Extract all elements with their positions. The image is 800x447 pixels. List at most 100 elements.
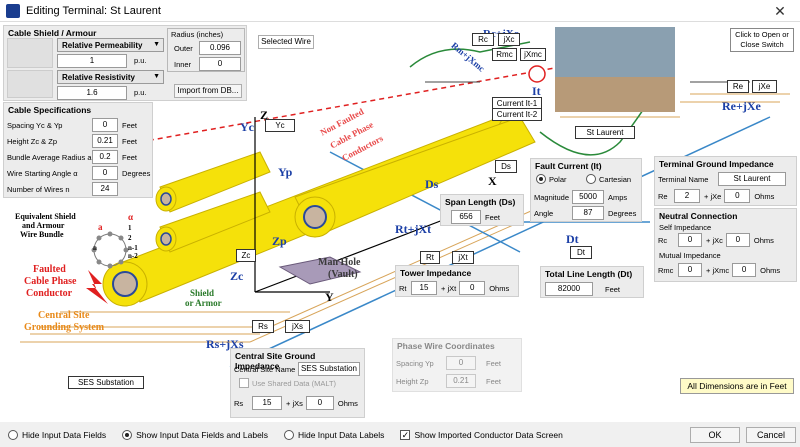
label-nn: n bbox=[93, 244, 97, 252]
relative-permeability-select[interactable]: Relative Permeability▼ bbox=[57, 38, 164, 52]
total-line-length-input[interactable]: 82000 bbox=[545, 282, 593, 296]
import-from-db-button[interactable]: Import from DB... bbox=[174, 84, 242, 98]
mutual-impedance-label: Mutual Impedance bbox=[659, 251, 721, 260]
label-ds: Ds bbox=[425, 177, 439, 191]
rc-input[interactable]: 0 bbox=[678, 233, 702, 247]
diagram-drawing bbox=[20, 27, 790, 368]
span-length-title: Span Length (Ds) bbox=[445, 197, 516, 207]
rt-input[interactable]: 15 bbox=[411, 281, 437, 295]
label-nn2: n-2 bbox=[128, 252, 138, 260]
relative-resistivity-input[interactable]: 1.6 bbox=[57, 86, 127, 100]
cartesian-radio[interactable] bbox=[586, 174, 596, 184]
switch-note: Click to Open or Close Switch bbox=[730, 28, 794, 52]
relative-resistivity-select[interactable]: Relative Resistivity▼ bbox=[57, 70, 164, 84]
terminal-name-input[interactable]: St Laurent bbox=[718, 172, 786, 186]
phase-height-input[interactable]: 0.21 bbox=[446, 374, 476, 388]
outer-label: Outer bbox=[174, 44, 193, 53]
show-imported-conductor-option[interactable]: ✓Show Imported Conductor Data Screen bbox=[400, 429, 563, 440]
re-input[interactable]: 2 bbox=[674, 189, 700, 203]
label-central-site-1: Central Site bbox=[38, 310, 90, 321]
cancel-button[interactable]: Cancel bbox=[746, 427, 796, 443]
selected-wire-button[interactable]: Selected Wire bbox=[258, 35, 314, 49]
hide-input-fields-option[interactable]: Hide Input Data Fields bbox=[8, 429, 106, 440]
span-length-input[interactable]: 656 bbox=[451, 210, 481, 224]
hide-input-labels-radio[interactable] bbox=[283, 429, 294, 440]
show-fields-labels-radio[interactable] bbox=[122, 429, 133, 440]
use-shared-data-row[interactable]: Use Shared Data (MALT) bbox=[239, 378, 336, 388]
tag-dt: Dt bbox=[570, 246, 592, 259]
label-faulted-2: Cable Phase bbox=[24, 276, 77, 287]
central-site-panel: Central Site Ground Impedance Central Si… bbox=[230, 348, 365, 418]
show-imported-conductor-checkbox[interactable]: ✓ bbox=[400, 429, 411, 440]
label-manhole-2: (Vault) bbox=[328, 269, 358, 280]
bundle-radius-input[interactable]: 0.2 bbox=[92, 150, 118, 164]
cable-nonfaulted-1 bbox=[294, 116, 536, 238]
label-eq-shield-3: Wire Bundle bbox=[20, 230, 64, 239]
rmc-input[interactable]: 0 bbox=[678, 263, 702, 277]
central-site-name-input[interactable]: SES Substation bbox=[298, 362, 360, 376]
close-icon[interactable]: ✕ bbox=[774, 3, 786, 19]
angle-input[interactable]: 87 bbox=[572, 206, 604, 220]
label-dt: Dt bbox=[566, 232, 579, 246]
show-fields-labels-option[interactable]: Show Input Data Fields and Labels bbox=[122, 429, 268, 440]
jxe-input[interactable]: 0 bbox=[724, 189, 751, 203]
tag-jxmc: jXmc bbox=[520, 48, 546, 61]
window-title: Editing Terminal: St Laurent bbox=[26, 4, 161, 17]
all-dimensions-note: All Dimensions are in Feet bbox=[680, 378, 794, 394]
tag-current-2: Current It-2 bbox=[492, 108, 542, 121]
tag-rc: Rc bbox=[472, 33, 494, 46]
cartesian-radio-row[interactable]: Cartesian bbox=[586, 174, 631, 184]
use-shared-data-checkbox[interactable] bbox=[239, 378, 249, 388]
rs-input[interactable]: 15 bbox=[252, 396, 282, 410]
terminal-ground-title: Terminal Ground Impedance bbox=[659, 159, 774, 169]
jxc-input[interactable]: 0 bbox=[725, 233, 750, 247]
jxs-input[interactable]: 0 bbox=[305, 396, 334, 410]
label-shield-1: Shield bbox=[190, 288, 215, 298]
outer-radius-input[interactable]: 0.096 bbox=[199, 41, 241, 55]
label-rt-jxt: Rt+jXt bbox=[395, 222, 432, 236]
label-nn1: n-1 bbox=[128, 244, 138, 252]
resistivity-image bbox=[7, 70, 53, 98]
jxt-input[interactable]: 0 bbox=[459, 281, 486, 295]
number-of-wires-input[interactable]: 24 bbox=[92, 182, 118, 196]
label-re-jxe: Re+jXe bbox=[722, 99, 761, 113]
label-zc: Zc bbox=[230, 269, 244, 283]
ok-button[interactable]: OK bbox=[690, 427, 740, 443]
hide-input-fields-radio[interactable] bbox=[8, 429, 18, 440]
spacing-input[interactable]: 0 bbox=[92, 118, 118, 132]
app-icon bbox=[6, 3, 20, 18]
tag-yc: Yc bbox=[265, 119, 295, 132]
self-impedance-label: Self Impedance bbox=[659, 223, 712, 232]
label-faulted-1: Faulted bbox=[33, 264, 66, 275]
footer-bar: Hide Input Data Fields Show Input Data F… bbox=[0, 422, 800, 447]
tag-ses-substation: SES Substation bbox=[68, 376, 144, 389]
cable-nonfaulted-2 bbox=[155, 151, 271, 253]
height-input[interactable]: 0.21 bbox=[92, 134, 118, 148]
wire-angle-input[interactable]: 0 bbox=[92, 166, 118, 180]
phase-spacing-input[interactable]: 0 bbox=[446, 356, 476, 370]
polar-radio-row[interactable]: Polar bbox=[536, 174, 567, 184]
radius-group: Radius (inches) Outer 0.096 Inner 0 bbox=[167, 28, 245, 72]
jxmc-input[interactable]: 0 bbox=[732, 263, 757, 277]
hide-input-labels-option[interactable]: Hide Input Data Labels bbox=[283, 429, 384, 440]
label-shield-2: or Armor bbox=[185, 298, 222, 308]
polar-radio[interactable] bbox=[536, 174, 546, 184]
magnitude-input[interactable]: 5000 bbox=[572, 190, 604, 204]
relative-permeability-input[interactable]: 1 bbox=[57, 54, 127, 68]
label-eq-shield-2: and Armour bbox=[22, 221, 65, 230]
tag-jxe: jXe bbox=[752, 80, 777, 93]
inner-radius-input[interactable]: 0 bbox=[199, 57, 241, 71]
fault-current-title: Fault Current (It) bbox=[535, 161, 602, 171]
label-n2: 2 bbox=[128, 234, 132, 242]
